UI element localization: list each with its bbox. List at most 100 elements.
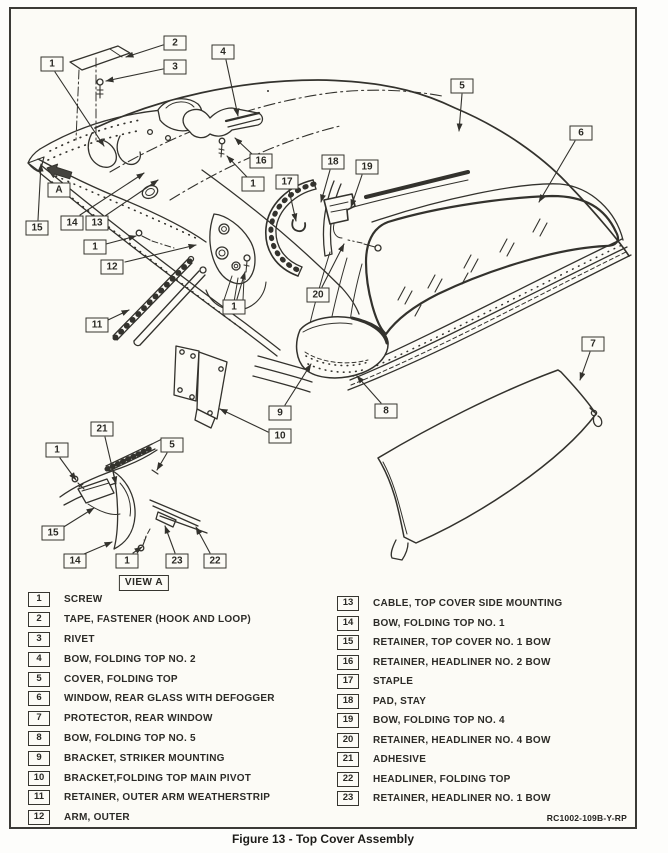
callout-box: 18 (321, 154, 345, 170)
glass-reflection-hatches (397, 218, 548, 317)
rear-window-glass (364, 194, 620, 336)
legend-part-name: RETAINER, HEADLINER NO. 1 BOW (373, 793, 551, 805)
callout-box: 15 (25, 220, 49, 236)
legend-part-name: CABLE, TOP COVER SIDE MOUNTING (373, 598, 563, 610)
callout-box: 19 (355, 159, 379, 175)
legend-part-name: RETAINER, OUTER ARM WEATHERSTRIP (64, 792, 271, 804)
legend-part-number: 19 (337, 713, 359, 729)
callout-box: 15 (41, 525, 65, 541)
rear-window-protector (377, 369, 603, 561)
legend-part-number: 4 (28, 651, 50, 667)
legend-part-number: 10 (28, 770, 50, 786)
callout-box: 11 (85, 317, 109, 333)
legend-part-number: 22 (337, 771, 359, 787)
legend-part-number: 20 (337, 732, 359, 748)
legend-part-number: 12 (28, 810, 50, 826)
legend-part-number: 16 (337, 654, 359, 670)
legend-part-name: RIVET (64, 633, 95, 645)
callout-box: 5 (160, 437, 184, 453)
main-link-assembly (205, 213, 267, 311)
legend-part-name: BRACKET,FOLDING TOP MAIN PIVOT (64, 772, 252, 784)
direction-arrow-label: A (47, 182, 71, 198)
callout-box: 14 (63, 553, 87, 569)
legend-part-number: 7 (28, 711, 50, 727)
callout-box: 13 (85, 215, 109, 231)
callout-box: 4 (211, 44, 235, 60)
legend-part-number: 11 (28, 790, 50, 806)
callout-box: 2 (163, 35, 187, 51)
callout-box: 23 (165, 553, 189, 569)
legend-part-number: 21 (337, 752, 359, 768)
view-a-detail (59, 437, 208, 552)
callout-box: 21 (90, 421, 114, 437)
callout-box: 6 (569, 125, 593, 141)
callout-box: 3 (163, 59, 187, 75)
view-direction-arrow (46, 163, 73, 180)
legend-part-number: 14 (337, 615, 359, 631)
legend-part-name: BRACKET, STRIKER MOUNTING (64, 752, 225, 764)
callout-box: 1 (222, 299, 246, 315)
callout-box: 16 (249, 153, 273, 169)
figure-border-frame (9, 7, 637, 829)
callout-box: 12 (100, 259, 124, 275)
legend-row: 12 ARM, OUTER (28, 808, 275, 828)
legend-row: 19 BOW, FOLDING TOP NO. 4 (337, 711, 562, 731)
bow4-pad-staple-assembly (265, 179, 382, 277)
callout-box: 1 (241, 176, 265, 192)
callout-box: 1 (45, 442, 69, 458)
legend-part-name: RETAINER, HEADLINER NO. 2 BOW (373, 656, 551, 668)
legend-part-name: TAPE, FASTENER (HOOK AND LOOP) (64, 614, 251, 626)
callout-box: 14 (60, 215, 84, 231)
legend-row: 10 BRACKET,FOLDING TOP MAIN PIVOT (28, 768, 275, 788)
callout-box: 7 (581, 336, 605, 352)
tape-and-rivet (69, 45, 131, 143)
view-a-label: VIEW A (118, 575, 170, 591)
legend-part-number: 15 (337, 635, 359, 651)
legend-part-name: ARM, OUTER (64, 812, 130, 824)
callout-box: 20 (306, 287, 330, 303)
legend-part-number: 6 (28, 691, 50, 707)
legend-part-name: BOW, FOLDING TOP NO. 1 (373, 617, 505, 629)
legend-row: 1 SCREW (28, 590, 275, 610)
callout-box: 8 (374, 403, 398, 419)
bow-no2 (182, 107, 264, 158)
legend-row: 16 RETAINER, HEADLINER NO. 2 BOW (337, 653, 562, 673)
callout-box: 17 (275, 174, 299, 190)
document-reference-code: RC1002-109B-Y-RP (546, 813, 627, 823)
callout-box: 1 (83, 239, 107, 255)
legend-part-number: 1 (28, 592, 50, 608)
legend-part-name: SCREW (64, 594, 103, 606)
legend-row: 2 TAPE, FASTENER (HOOK AND LOOP) (28, 610, 275, 630)
legend-part-number: 18 (337, 693, 359, 709)
legend-part-name: BOW, FOLDING TOP NO. 4 (373, 715, 505, 727)
callout-box: 10 (268, 428, 292, 444)
beltline (347, 238, 632, 391)
legend-part-number: 2 (28, 612, 50, 628)
callout-box: 1 (40, 56, 64, 72)
callout-box: 1 (115, 553, 139, 569)
legend-row: 14 BOW, FOLDING TOP NO. 1 (337, 614, 562, 634)
legend-part-name: BOW, FOLDING TOP NO. 5 (64, 732, 196, 744)
corner-bow5-striker (295, 316, 389, 379)
legend-left-column: 1 SCREW 2 TAPE, FASTENER (HOOK AND LOOP) 3… (28, 590, 275, 828)
legend-part-number: 5 (28, 671, 50, 687)
callout-leader-lines (37, 44, 591, 555)
callout-box: 22 (203, 553, 227, 569)
figure-caption: Figure 13 - Top Cover Assembly (231, 832, 415, 846)
legend-part-name: COVER, FOLDING TOP (64, 673, 178, 685)
